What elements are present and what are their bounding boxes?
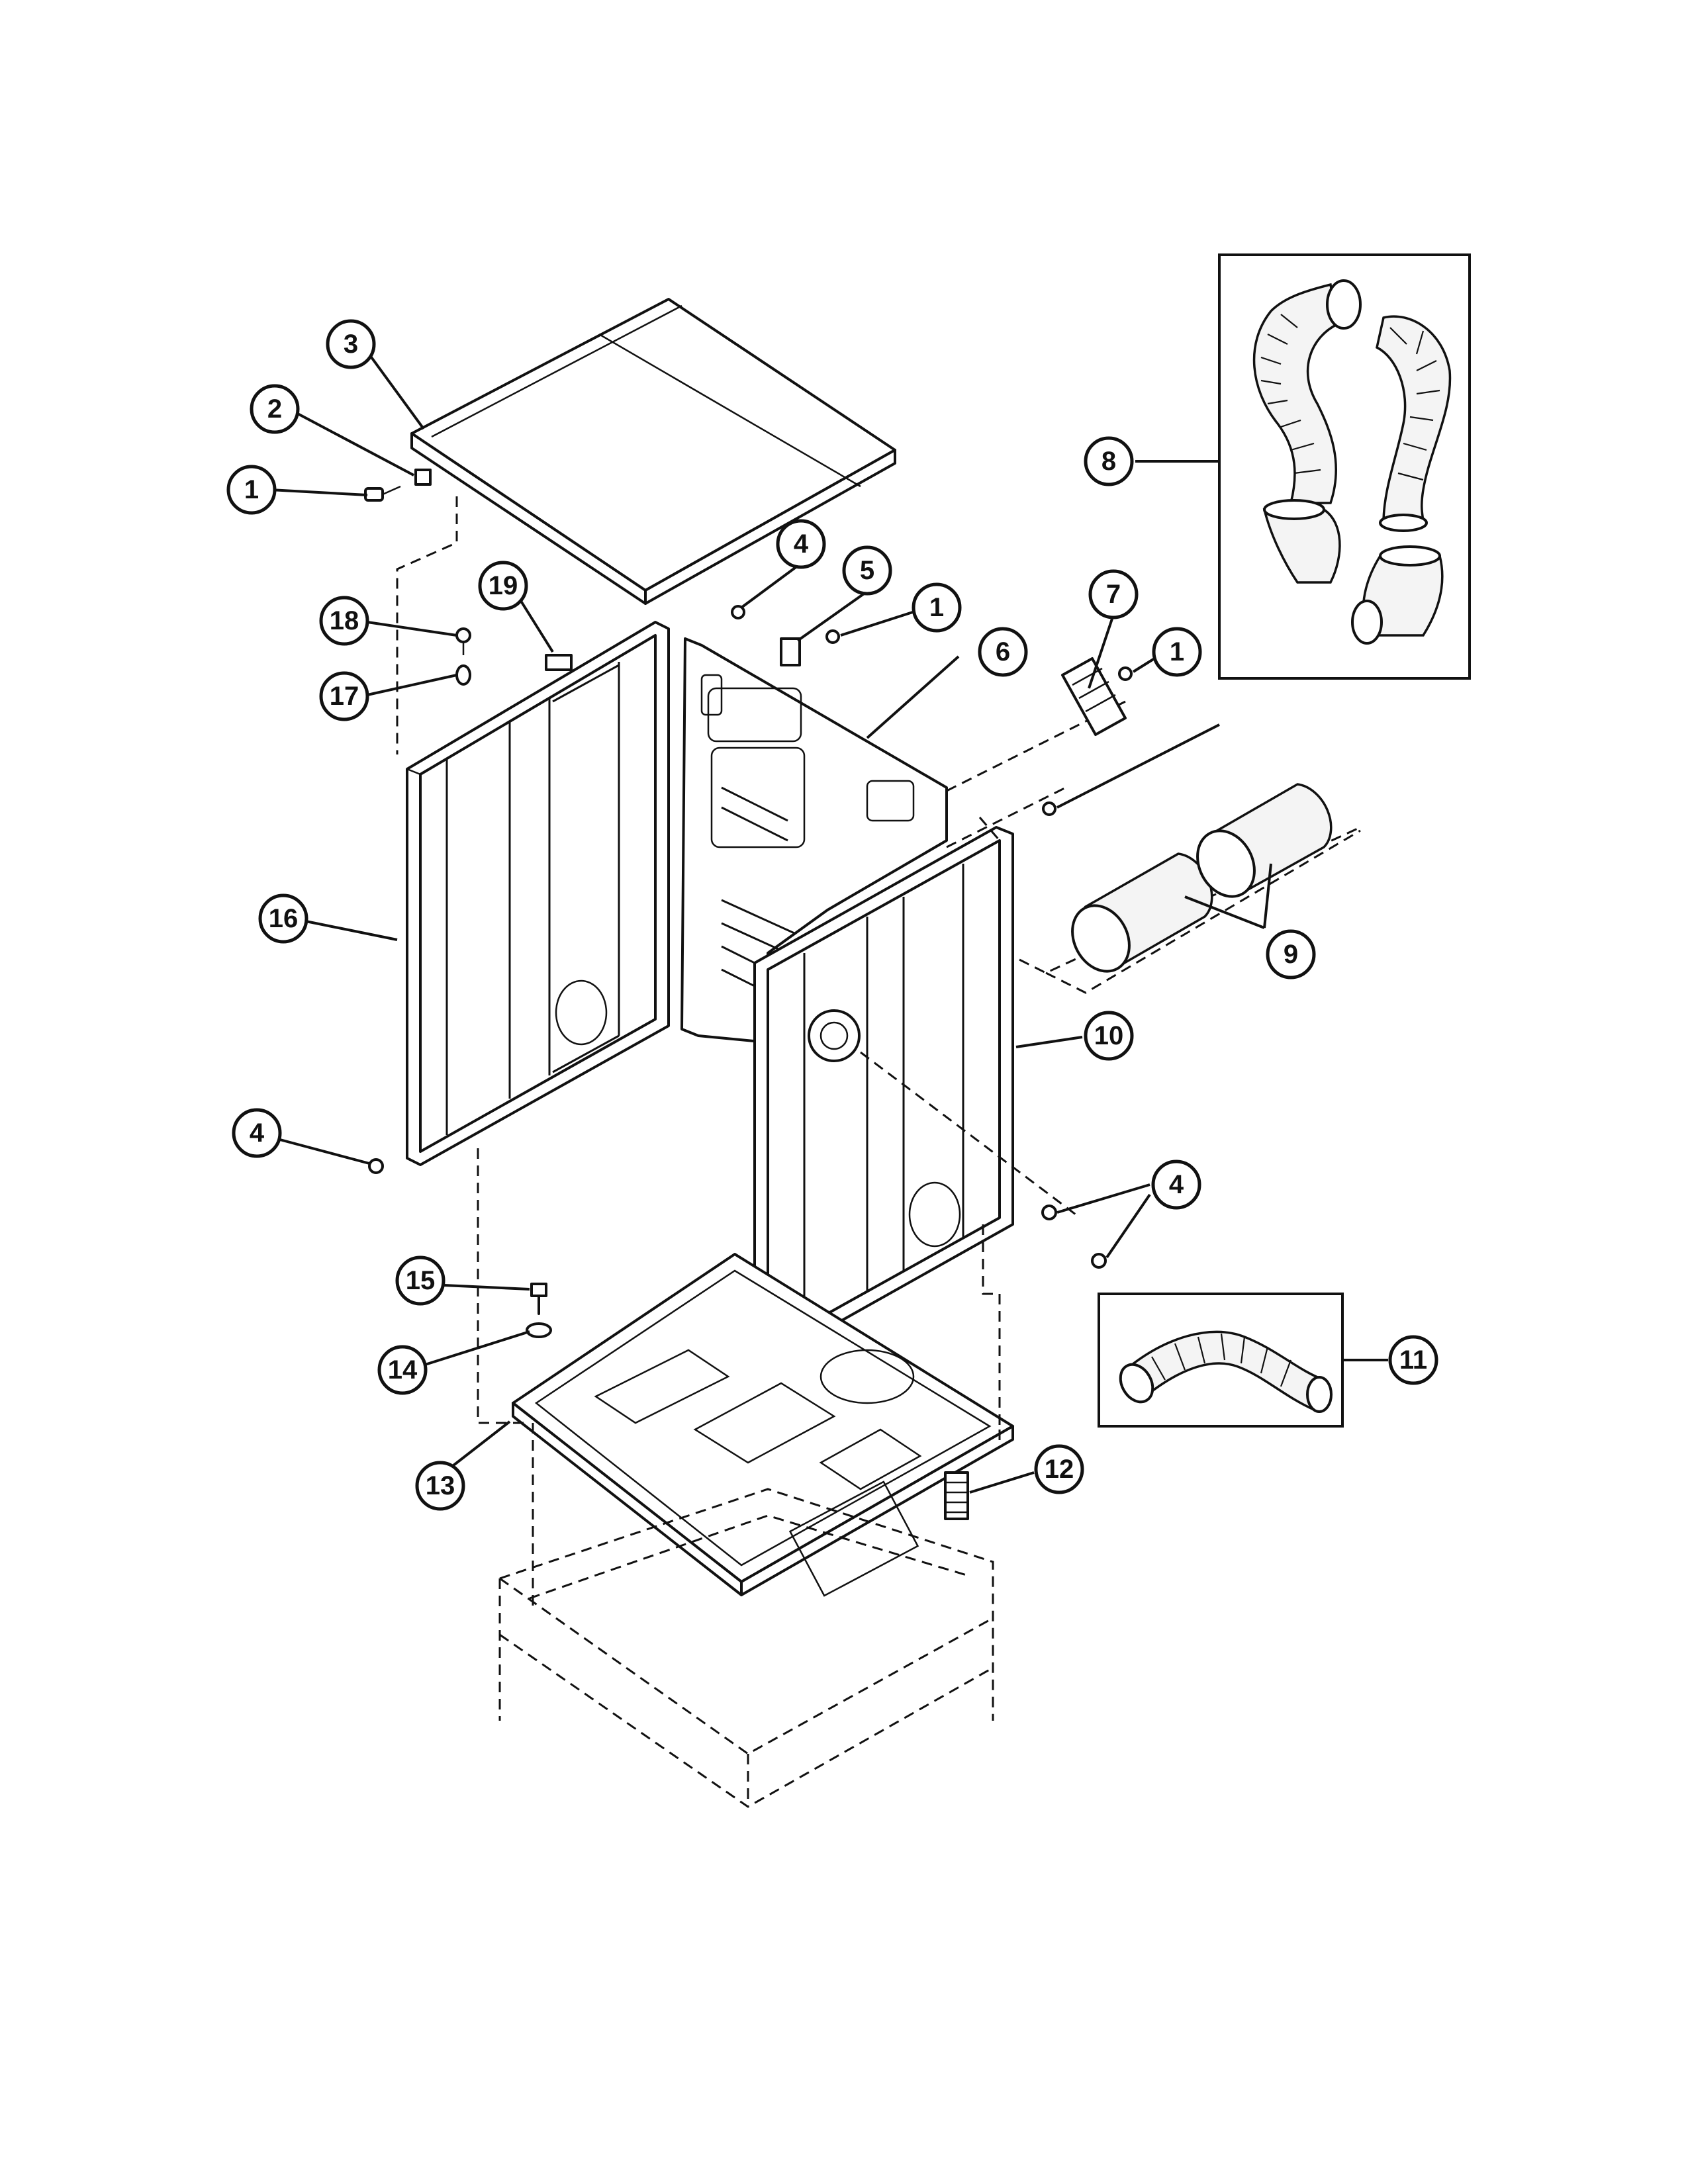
bolt-15	[530, 1283, 547, 1315]
callout-number: 13	[426, 1471, 455, 1500]
callout-circle	[250, 384, 300, 434]
callout-circle	[842, 545, 892, 596]
callout-circle	[912, 582, 962, 633]
callout-circle	[319, 596, 369, 646]
screw-1-vent	[1118, 666, 1133, 681]
callout-number: 3	[344, 330, 358, 359]
screw-18	[455, 627, 471, 655]
callout-c12: 12	[1034, 1444, 1084, 1494]
vent-grille-7	[1061, 657, 1127, 736]
callout-c18: 18	[319, 596, 369, 646]
inset-box-hose-kit	[1218, 253, 1471, 680]
callout-number: 7	[1106, 580, 1121, 609]
callout-circle	[1152, 627, 1202, 677]
callout-circle	[1034, 1444, 1084, 1494]
washer-cabinet-outline	[498, 1480, 994, 1808]
leveling-leg-12	[944, 1471, 969, 1520]
callout-c4b: 4	[232, 1108, 282, 1158]
callout-circle	[1151, 1160, 1201, 1210]
callout-c7: 7	[1088, 569, 1139, 619]
top-panel	[410, 298, 896, 605]
callout-number: 12	[1045, 1455, 1074, 1484]
washer-14	[526, 1322, 552, 1338]
callout-circle	[415, 1461, 465, 1511]
callout-c14: 14	[377, 1345, 428, 1395]
callout-number: 15	[406, 1266, 436, 1295]
right-side-panel	[753, 826, 1014, 1361]
left-side-panel	[406, 621, 670, 1166]
callout-circle	[1266, 929, 1316, 979]
base-pan	[512, 1253, 1014, 1596]
fasteners	[364, 469, 1133, 1520]
callout-circle	[326, 319, 376, 369]
flex-hose-kit-8	[1252, 279, 1452, 645]
callout-c17: 17	[319, 671, 369, 721]
callout-c1a: 1	[226, 465, 277, 515]
callout-circle	[319, 671, 369, 721]
callout-number: 8	[1102, 447, 1116, 476]
callout-number: 5	[860, 556, 874, 585]
callout-number: 4	[1169, 1170, 1184, 1199]
callout-c2: 2	[250, 384, 300, 434]
callout-c13: 13	[415, 1461, 465, 1511]
screw-4-left	[368, 1158, 384, 1174]
callout-circle	[1084, 436, 1134, 486]
callout-c4a: 4	[776, 519, 826, 569]
callout-number: 11	[1399, 1345, 1427, 1375]
screw-4-rear	[731, 605, 745, 619]
cap-17	[455, 664, 471, 686]
callout-c4c: 4	[1151, 1160, 1201, 1210]
duct-pipes-9	[1071, 783, 1333, 973]
callout-c15: 15	[395, 1255, 445, 1306]
callout-circle	[1084, 1011, 1134, 1061]
callout-c1b: 1	[912, 582, 962, 633]
clip-2	[414, 469, 432, 486]
callout-number: 19	[489, 571, 518, 600]
callout-circle	[1388, 1335, 1438, 1385]
callout-number: 1	[244, 475, 259, 504]
callout-circle	[395, 1255, 445, 1306]
callout-c8: 8	[1084, 436, 1134, 486]
callout-number: 9	[1284, 940, 1298, 969]
screw-1-rear	[825, 629, 840, 644]
callout-number: 1	[1170, 637, 1184, 666]
callout-c10: 10	[1084, 1011, 1134, 1061]
callout-number: 10	[1094, 1021, 1124, 1050]
callout-c9: 9	[1266, 929, 1316, 979]
bracket-5	[780, 637, 801, 666]
callout-circle	[226, 465, 277, 515]
callout-circle	[776, 519, 826, 569]
callout-number: 1	[929, 593, 944, 622]
callout-circle	[232, 1108, 282, 1158]
callout-c6: 6	[978, 627, 1028, 677]
callout-number: 18	[330, 606, 359, 635]
callout-number: 4	[250, 1118, 265, 1148]
callout-number: 16	[269, 904, 299, 933]
callout-c1c: 1	[1152, 627, 1202, 677]
callout-c3: 3	[326, 319, 376, 369]
callout-c19: 19	[478, 561, 528, 611]
flex-hose-11	[1119, 1330, 1333, 1413]
callout-number: 2	[267, 394, 282, 424]
callout-number: 14	[388, 1355, 418, 1385]
callout-number: 17	[330, 682, 359, 711]
callout-circle	[478, 561, 528, 611]
screw-4-vent	[1042, 801, 1056, 816]
callout-circle	[377, 1345, 428, 1395]
callout-circle	[978, 627, 1028, 677]
callout-circle	[1088, 569, 1139, 619]
callout-c5: 5	[842, 545, 892, 596]
screw-4-right-a	[1041, 1205, 1057, 1220]
callout-number: 6	[996, 637, 1010, 666]
leader-lines	[269, 344, 1388, 1494]
callout-c16: 16	[258, 893, 308, 944]
callout-number: 4	[794, 529, 809, 559]
screw-1-top	[364, 485, 401, 502]
clip-19	[545, 654, 573, 671]
screw-4-right-b	[1091, 1253, 1107, 1269]
callout-c11: 11	[1388, 1335, 1438, 1385]
callout-circle	[258, 893, 308, 944]
